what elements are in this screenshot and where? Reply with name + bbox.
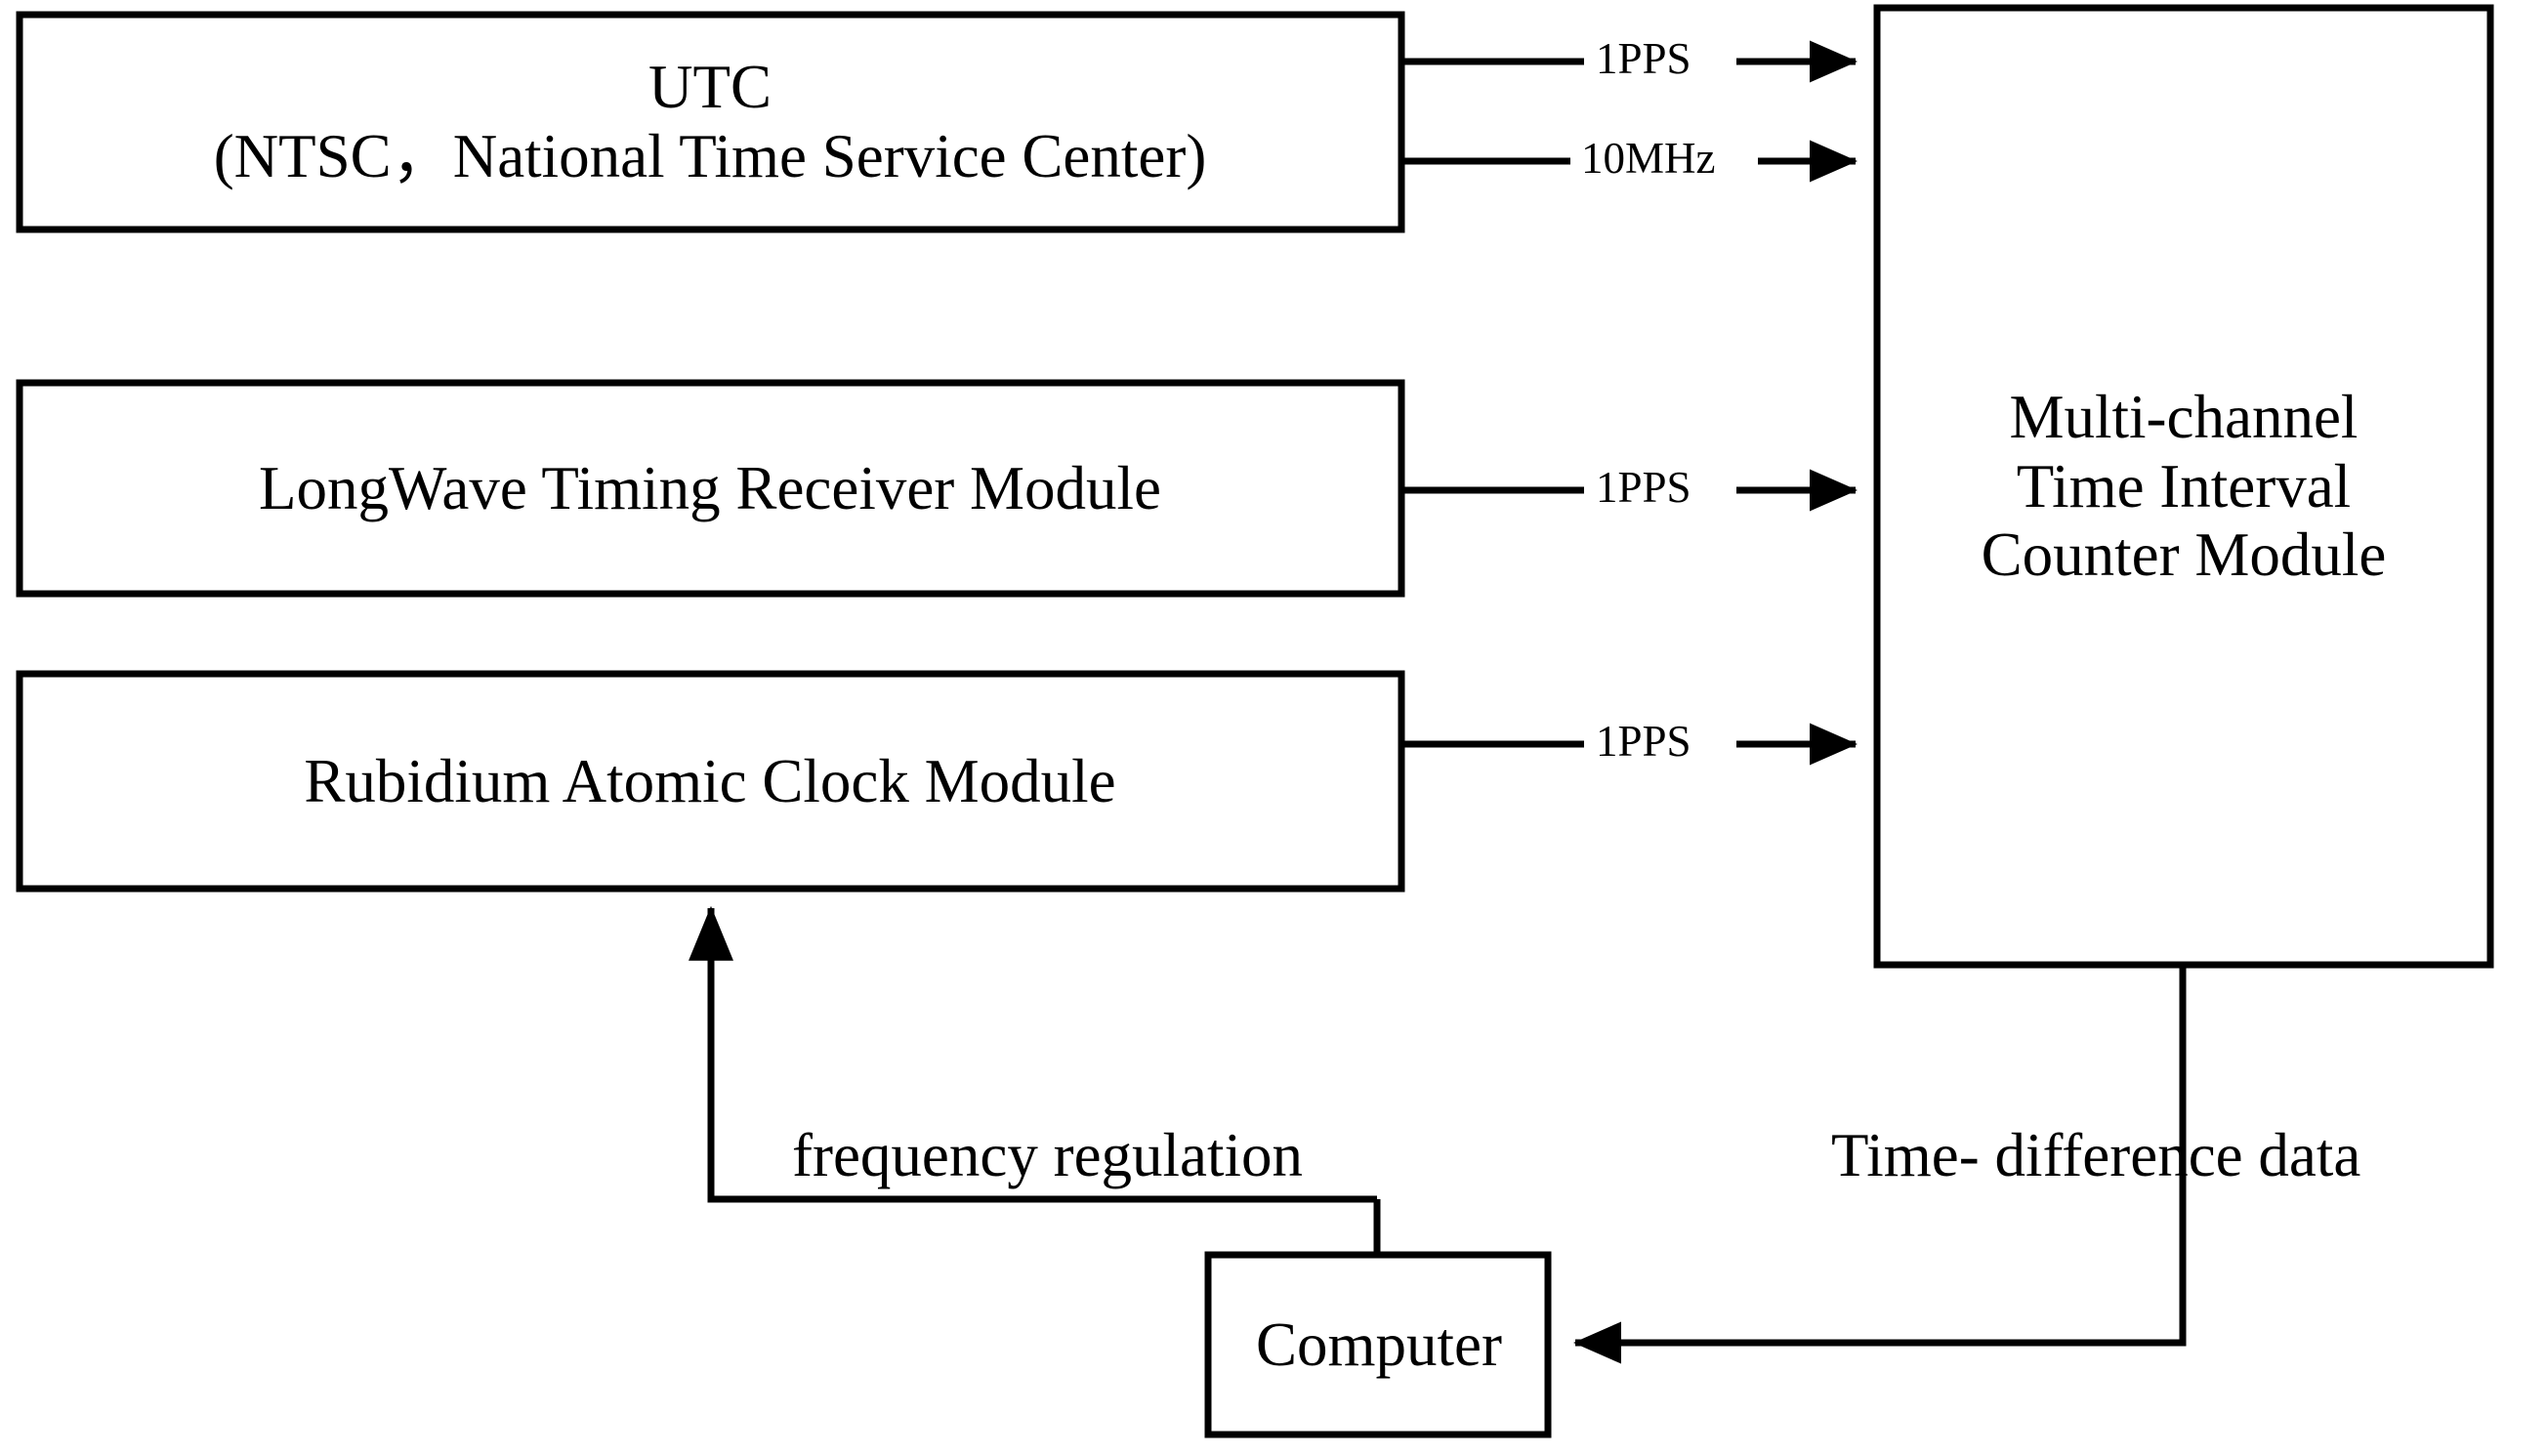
edge-label-10mhz-utc: 10MHz [1577,137,1720,181]
node-box-counter [1873,4,2494,969]
edge-frequency-regulation-line [689,905,1377,1203]
node-box-utc [16,11,1405,233]
node-box-computer [1204,1251,1552,1438]
edge-label-time-difference-data: Time- difference data [1831,1121,2361,1189]
edge-label-1pps-rubidium: 1PPS [1592,720,1695,764]
edge-time-difference-data-line [1573,965,2187,1364]
edge-label-1pps-utc: 1PPS [1592,37,1695,81]
node-box-rubidium [16,670,1405,893]
node-box-longwave [16,379,1405,598]
edge-label-1pps-longwave: 1PPS [1592,466,1695,510]
edge-label-frequency-regulation: frequency regulation [786,1125,1310,1186]
